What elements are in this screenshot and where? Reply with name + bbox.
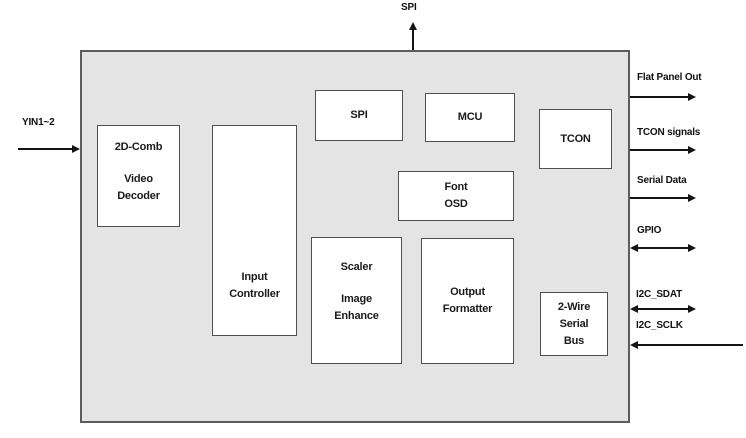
i2c-sdat-arrow-line	[637, 308, 689, 310]
block-label-line: SPI	[350, 109, 368, 121]
flat-panel-out-arrow-line	[630, 96, 689, 98]
port-label-yin: YIN1~2	[22, 117, 55, 128]
block-tcon: TCON	[539, 109, 612, 169]
block-label-line: TCON	[560, 132, 591, 145]
block-label-line: Decoder	[117, 190, 160, 202]
arrow-right-icon	[688, 244, 696, 252]
port-label-flat-panel-out: Flat Panel Out	[637, 72, 702, 83]
port-label-spi-top: SPI	[401, 2, 417, 13]
block-output-formatter: Output Formatter	[421, 238, 514, 364]
arrow-left-icon	[630, 341, 638, 349]
block-label-line: Controller	[229, 288, 280, 300]
yin-arrow-line	[18, 148, 74, 150]
block-video-decoder: 2D-Comb Video Decoder	[97, 125, 180, 227]
port-label-serial-data: Serial Data	[637, 175, 687, 186]
block-label-line: OSD	[444, 198, 468, 210]
block-two-wire-serial-bus: 2-Wire Serial Bus	[540, 292, 608, 356]
arrow-right-icon	[688, 305, 696, 313]
block-input-controller: Input Controller	[212, 125, 297, 336]
arrow-right-icon	[688, 93, 696, 101]
block-label-line: Video	[124, 173, 153, 185]
block-spi: SPI	[315, 90, 403, 141]
block-label-line: Enhance	[334, 309, 379, 322]
tcon-signals-arrow-line	[630, 149, 689, 151]
block-mcu: MCU	[425, 93, 515, 142]
block-label-line: Scaler	[340, 260, 373, 273]
block-label-line: 2-Wire	[557, 300, 591, 313]
block-label-line: MCU	[457, 111, 483, 123]
i2c-sclk-arrow-line	[637, 344, 743, 346]
arrow-right-icon	[72, 145, 80, 153]
port-label-gpio: GPIO	[637, 225, 662, 236]
port-label-i2c-sclk: I2C_SCLK	[636, 320, 683, 331]
block-label-line: Image	[341, 292, 372, 305]
arrow-right-icon	[688, 146, 696, 154]
gpio-arrow-line	[637, 247, 689, 249]
spi-top-arrow-line	[412, 29, 414, 50]
block-label-line: 2D-Comb	[114, 141, 163, 153]
arrow-left-icon	[630, 305, 638, 313]
block-label-line: Output	[450, 286, 485, 298]
port-label-i2c-sdat: I2C_SDAT	[636, 289, 683, 300]
block-label-line: Font	[444, 181, 468, 193]
arrow-left-icon	[630, 244, 638, 252]
serial-data-arrow-line	[630, 197, 689, 199]
arrow-up-icon	[409, 22, 417, 30]
block-font-osd: Font OSD	[398, 171, 514, 221]
port-label-tcon-signals: TCON signals	[637, 127, 701, 138]
block-label-line: Serial	[559, 317, 589, 330]
arrow-right-icon	[688, 194, 696, 202]
block-label-line: Formatter	[442, 303, 493, 315]
block-scaler-image-enhance: Scaler Image Enhance	[311, 237, 402, 364]
block-label-line: Input	[241, 271, 268, 283]
block-label-line: Bus	[563, 334, 585, 347]
